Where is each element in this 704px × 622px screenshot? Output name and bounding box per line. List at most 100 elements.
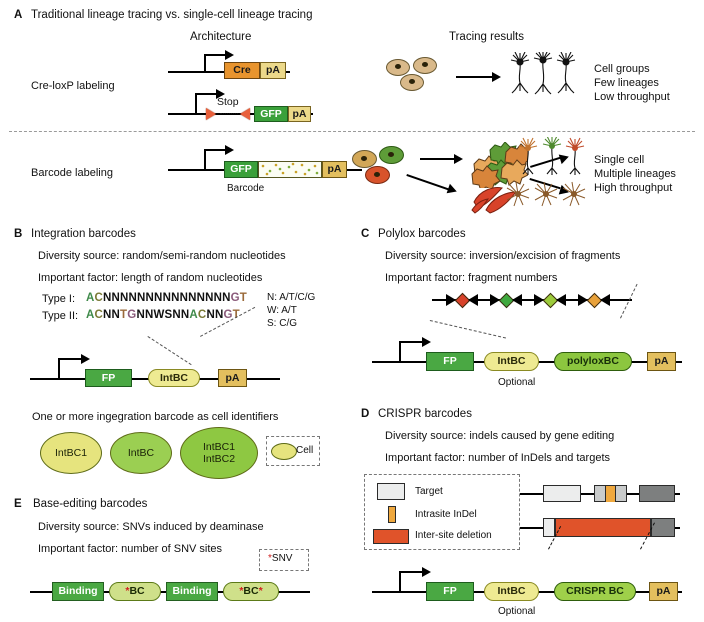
panel-b-letter: B — [14, 228, 23, 240]
cell-intbc: IntBC — [110, 432, 172, 474]
column-header-results: Tracing results — [449, 31, 524, 43]
lox-arrow-right-1 — [446, 294, 456, 306]
barcode-region — [258, 161, 322, 178]
cell-intbc1: IntBC1 — [40, 432, 102, 474]
arrow-traditional — [456, 72, 502, 82]
panel-c-diversity-source: Diversity source: inversion/excision of … — [385, 250, 621, 262]
panel-e-important-factor: Important factor: number of SNV sites — [38, 543, 223, 555]
panel-b-important-factor: Important factor: length of random nucle… — [38, 272, 263, 284]
construct-polylox: FP IntBC polyloxBC pA — [372, 334, 682, 372]
intersite-deletion-box — [555, 518, 651, 537]
panel-a-divider — [9, 131, 695, 132]
panel-e-letter: E — [14, 498, 22, 510]
crispr-target-array-bottom — [520, 516, 680, 540]
promoter-arrow-icon — [81, 353, 90, 364]
panel-e-diversity-source: Diversity source: SNVs induced by deamin… — [38, 521, 264, 533]
promoter-arrow-icon — [422, 336, 431, 347]
neurons-barcode-bottom — [504, 180, 588, 212]
barcode-crispr-bc: CRISPR BC — [554, 582, 636, 601]
barcode-bc-1: *BC — [109, 582, 161, 601]
legend-swatch-intersite-deletion — [373, 529, 409, 544]
arrow-barcode-up — [420, 154, 464, 164]
polylox-cassette — [432, 290, 632, 310]
cell-legend-label: Cell — [296, 445, 314, 456]
legend-label-intrasite-indel: Intrasite InDel — [415, 509, 477, 520]
legend-label-intersite-deletion: Inter-site deletion — [415, 530, 492, 541]
panel-b-title: Integration barcodes — [31, 228, 136, 240]
outcome-line-traditional-1: Cell groups — [594, 63, 650, 75]
target-box-3 — [639, 485, 675, 502]
labeled-cells-cluster — [466, 141, 533, 192]
crispr-target-array-top — [520, 483, 680, 505]
gene-box-gfp: GFP — [224, 161, 258, 178]
outcome-line-traditional-2: Few lineages — [594, 77, 659, 89]
type-1-sequence: ACNNNNNNNNNNNNNNNGT — [86, 292, 247, 304]
optional-label-crispr: Optional — [498, 606, 536, 617]
type-2-label: Type II: — [42, 310, 79, 322]
code-legend-s: S: C/G — [267, 318, 298, 329]
gene-box-fp: FP — [426, 352, 474, 371]
barcode-intbc: IntBC — [484, 582, 539, 601]
outcome-line-barcode-3: High throughput — [594, 182, 673, 194]
lox-arrow-left-4 — [600, 294, 610, 306]
row-label-cre-loxp: Cre-loxP labeling — [31, 80, 115, 92]
target-box-partial-left — [543, 518, 555, 537]
gene-box-binding-1: Binding — [52, 582, 104, 601]
gene-box-cre: Cre — [224, 62, 260, 79]
optional-label-polylox: Optional — [498, 377, 536, 388]
loxp-site-right-icon — [240, 108, 250, 120]
lox-arrow-left-2 — [512, 294, 522, 306]
construct-barcode: GFP — [168, 142, 324, 178]
barcode-intbc: IntBC — [148, 369, 200, 387]
tracing-cells-traditional — [386, 57, 446, 97]
panel-b-caption: One or more ingegration barcode as cell … — [32, 411, 279, 423]
panel-d-diversity-source: Diversity source: indels caused by gene … — [385, 430, 615, 442]
outcome-line-traditional-3: Low throughput — [594, 91, 670, 103]
legend-swatch-target — [377, 483, 405, 500]
neuron-cluster-colored-icon — [518, 135, 585, 175]
star-cells-icon — [471, 141, 533, 192]
target-box-partial-right — [651, 518, 675, 537]
construct-cre-loxp-1: Cre pA — [168, 46, 290, 79]
legend-label-target: Target — [415, 486, 443, 497]
gene-box-pa: pA — [260, 62, 286, 79]
construct-integration-barcode: FP IntBC pA — [30, 352, 280, 388]
neurons-traditional — [510, 49, 582, 96]
cell-intbc1-intbc2: IntBC1 IntBC2 — [180, 427, 258, 479]
gene-box-gfp: GFP — [254, 106, 288, 122]
legend-swatch-intrasite-indel — [388, 506, 396, 523]
type-2-sequence: ACNNTGNNWSNNACNNGT — [86, 309, 240, 321]
promoter-arrow-icon — [216, 88, 225, 99]
barcode-intbc: IntBC — [484, 352, 539, 371]
panel-d-letter: D — [361, 408, 370, 420]
snv-legend-box — [259, 549, 309, 571]
gene-box-pa: pA — [647, 352, 676, 371]
stop-cassette-label: Stop — [217, 96, 239, 108]
neuron-radial-cluster-icon — [506, 181, 586, 207]
panel-b-diversity-source: Diversity source: random/semi-random nuc… — [38, 250, 286, 262]
barcode-polyloxbc: polyloxBC — [554, 352, 632, 371]
lox-arrow-left-3 — [556, 294, 566, 306]
neuron-cluster-icon — [510, 49, 576, 95]
panel-c-letter: C — [361, 228, 370, 240]
column-header-architecture: Architecture — [190, 31, 252, 43]
cell-label-line2: IntBC2 — [202, 453, 236, 465]
gene-box-pa: pA — [649, 582, 678, 601]
lox-arrow-right-4 — [578, 294, 588, 306]
code-legend-n: N: A/T/C/G — [267, 292, 316, 303]
gene-box-binding-2: Binding — [166, 582, 218, 601]
construct-cre-loxp-2: Stop GFP pA — [168, 84, 313, 122]
target-box-1 — [543, 485, 581, 502]
construct-base-editing: Binding *BC Binding *BC* — [30, 578, 310, 606]
panel-a-letter: A — [14, 9, 23, 21]
loxp-site-left-icon — [206, 108, 216, 120]
gene-box-pa: pA — [288, 106, 311, 122]
lox-arrow-right-3 — [534, 294, 544, 306]
barcode-bc-2: *BC* — [223, 582, 279, 601]
outcome-line-barcode-2: Multiple lineages — [594, 168, 676, 180]
neurons-barcode-top — [516, 135, 590, 179]
outcome-line-barcode-1: Single cell — [594, 154, 645, 166]
cell-legend-swatch — [271, 443, 297, 460]
lox-arrow-right-2 — [490, 294, 500, 306]
cell-label-line1: IntBC1 — [202, 440, 236, 453]
